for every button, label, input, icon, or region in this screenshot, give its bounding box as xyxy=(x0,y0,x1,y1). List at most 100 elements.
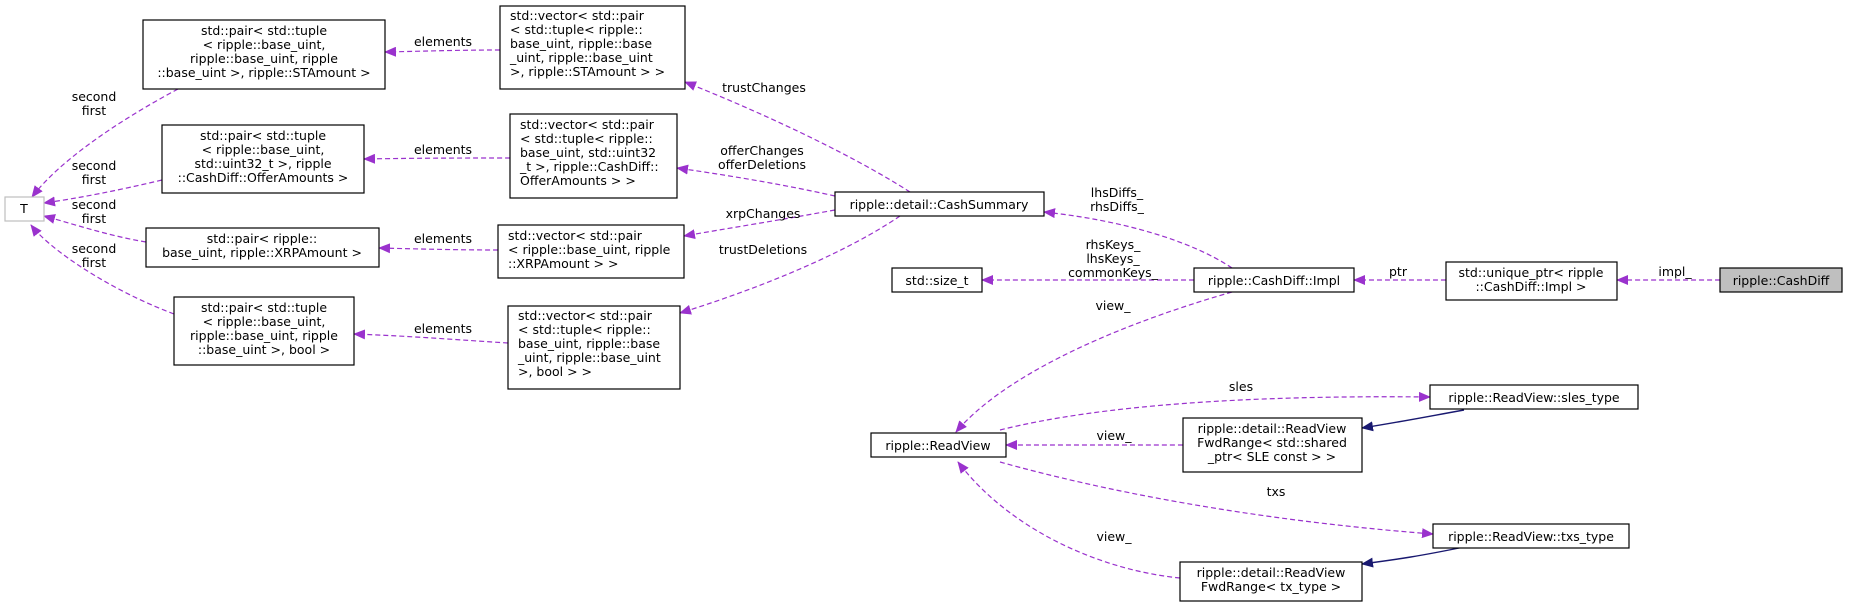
node-label-line: ripple::CashDiff::Impl xyxy=(1208,273,1340,288)
nodes-layer: ripple::CashDiff std::unique_ptr< ripple… xyxy=(4,5,1843,602)
node-label-line: < std::tuple< ripple:: xyxy=(518,322,651,337)
edge-view-impl xyxy=(955,291,1233,433)
edge-label-line: first xyxy=(82,103,107,118)
edge-label-line: impl_ xyxy=(1658,264,1692,279)
node-vector-xrp-amount[interactable]: std::vector< std::pair< ripple::base_uin… xyxy=(497,224,685,279)
node-label-line: ripple::base_uint, ripple xyxy=(190,328,338,343)
node-label-line: base_uint, ripple::base xyxy=(510,36,652,51)
label-elements-offer: elements xyxy=(414,142,472,157)
edge-elements-xrp xyxy=(378,243,499,254)
node-label-line: ::CashDiff::OfferAmounts > xyxy=(178,170,349,185)
svg-text:elements: elements xyxy=(414,321,472,336)
edge-sf-bool xyxy=(30,224,175,315)
edge-label-line: view_ xyxy=(1096,428,1132,443)
svg-text:trustDeletions: trustDeletions xyxy=(719,242,807,257)
svg-text:std::vector< std::pair< std::t: std::vector< std::pair< std::tuple< ripp… xyxy=(517,308,661,379)
node-label-line: _uint, ripple::base_uint xyxy=(509,50,653,65)
edge-label-line: lhsDiffs_ xyxy=(1091,185,1144,200)
node-label-line: < ripple::base_uint, xyxy=(203,37,326,52)
edge-label-line: ptr xyxy=(1389,264,1408,279)
edge-label-line: offerDeletions xyxy=(718,157,806,172)
node-label-line: _ptr< SLE const > > xyxy=(1207,449,1336,464)
node-label-line: std::size_t xyxy=(905,273,968,288)
edge-inherit-sles xyxy=(1361,409,1465,432)
edge-offer xyxy=(676,164,836,197)
node-cash-summary[interactable]: ripple::detail::CashSummary xyxy=(834,191,1045,217)
node-label-line: std::vector< std::pair xyxy=(508,228,643,243)
node-label-line: FwdRange< std::shared xyxy=(1197,435,1347,450)
svg-text:trustChanges: trustChanges xyxy=(722,80,806,95)
node-size-t[interactable]: std::size_t xyxy=(891,267,983,293)
node-label-line: < ripple::base_uint, ripple xyxy=(508,242,671,257)
edge-label-line: rhsDiffs_ xyxy=(1090,199,1145,214)
svg-text:std::pair< std::tuple< ripple:: std::pair< std::tuple< ripple::base_uint… xyxy=(157,23,370,80)
edge-label-line: xrpChanges xyxy=(726,206,801,221)
node-label-line: ripple::detail::ReadView xyxy=(1197,565,1346,580)
node-label-line: std::vector< std::pair xyxy=(518,308,653,323)
label-view-tx: view_ xyxy=(1096,529,1132,544)
node-pair-offer-amounts[interactable]: std::pair< std::tuple< ripple::base_uint… xyxy=(161,124,365,194)
svg-text:ripple::ReadView::sles_type: ripple::ReadView::sles_type xyxy=(1448,390,1620,405)
svg-text:std::pair< std::tuple< ripple:: std::pair< std::tuple< ripple::base_uint… xyxy=(190,300,338,357)
node-label-line: std::pair< std::tuple xyxy=(201,300,327,315)
svg-text:view_: view_ xyxy=(1096,428,1132,443)
label-trust-changes: trustChanges xyxy=(722,80,806,95)
node-cashdiff[interactable]: ripple::CashDiff xyxy=(1719,267,1843,293)
svg-text:ptr: ptr xyxy=(1389,264,1408,279)
node-vector-offer-amounts[interactable]: std::vector< std::pair< std::tuple< ripp… xyxy=(509,113,678,199)
svg-text:ripple::CashDiff: ripple::CashDiff xyxy=(1733,273,1830,288)
node-txs-type[interactable]: ripple::ReadView::txs_type xyxy=(1432,523,1630,549)
label-impl: impl_ xyxy=(1658,264,1692,279)
node-label-line: ::XRPAmount > > xyxy=(508,256,618,271)
node-label-line: < ripple::base_uint, xyxy=(202,142,325,157)
node-label-line: _uint, ripple::base_uint xyxy=(517,350,661,365)
edge-label-line: first xyxy=(82,255,107,270)
edge-label-line: second xyxy=(72,89,117,104)
node-pair-bool[interactable]: std::pair< std::tuple< ripple::base_uint… xyxy=(173,296,355,366)
node-pair-xrp-amount[interactable]: std::pair< ripple::base_uint, ripple::XR… xyxy=(145,227,380,268)
node-readview[interactable]: ripple::ReadView xyxy=(870,432,1007,458)
node-label-line: < ripple::base_uint, xyxy=(203,314,326,329)
label-elements-xrp: elements xyxy=(414,231,472,246)
edge-label-line: trustChanges xyxy=(722,80,806,95)
node-label-line: ::base_uint >, bool > xyxy=(198,342,330,357)
node-label-line: ripple::ReadView xyxy=(885,438,990,453)
node-label-line: ripple::base_uint, ripple xyxy=(190,51,338,66)
svg-text:std::pair< ripple::base_uint,: std::pair< ripple::base_uint, ripple::XR… xyxy=(162,231,362,260)
node-label-line: std::unique_ptr< ripple xyxy=(1459,265,1604,280)
edge-label-line: view_ xyxy=(1095,298,1131,313)
svg-text:std::vector< std::pair< std::t: std::vector< std::pair< std::tuple< ripp… xyxy=(509,8,665,79)
label-elements-bool: elements xyxy=(414,321,472,336)
edge-label-line: trustDeletions xyxy=(719,242,807,257)
node-label-line: std::uint32_t >, ripple xyxy=(194,156,331,171)
svg-text:rhsKeys_lhsKeys_commonKeys_: rhsKeys_lhsKeys_commonKeys_ xyxy=(1068,237,1159,280)
node-vector-bool[interactable]: std::vector< std::pair< std::tuple< ripp… xyxy=(507,305,681,390)
edge-label-line: elements xyxy=(414,142,472,157)
label-diffs: lhsDiffs_rhsDiffs_ xyxy=(1090,185,1145,214)
svg-text:impl_: impl_ xyxy=(1658,264,1692,279)
label-ptr: ptr xyxy=(1389,264,1408,279)
node-label-line: ripple::ReadView::txs_type xyxy=(1448,529,1614,544)
node-template-t[interactable]: T xyxy=(4,196,45,222)
node-label-line: ::base_uint >, ripple::STAmount > xyxy=(157,65,370,80)
node-unique-ptr[interactable]: std::unique_ptr< ripple::CashDiff::Impl … xyxy=(1445,261,1618,301)
node-label-line: _t >, ripple::CashDiff:: xyxy=(519,159,659,174)
svg-text:T: T xyxy=(19,201,28,216)
svg-text:sles: sles xyxy=(1229,379,1253,394)
node-vector-stamount[interactable]: std::vector< std::pair< std::tuple< ripp… xyxy=(499,5,686,90)
node-label-line: T xyxy=(19,201,28,216)
node-sles-type[interactable]: ripple::ReadView::sles_type xyxy=(1429,384,1639,410)
node-cashdiff-impl[interactable]: ripple::CashDiff::Impl xyxy=(1193,267,1355,293)
node-pair-stamount[interactable]: std::pair< std::tuple< ripple::base_uint… xyxy=(142,19,386,90)
svg-text:std::vector< std::pair< std::t: std::vector< std::pair< std::tuple< ripp… xyxy=(519,117,659,188)
edge-label-line: sles xyxy=(1229,379,1253,394)
node-label-line: base_uint, ripple::base xyxy=(518,336,660,351)
svg-text:ripple::CashDiff::Impl: ripple::CashDiff::Impl xyxy=(1208,273,1340,288)
